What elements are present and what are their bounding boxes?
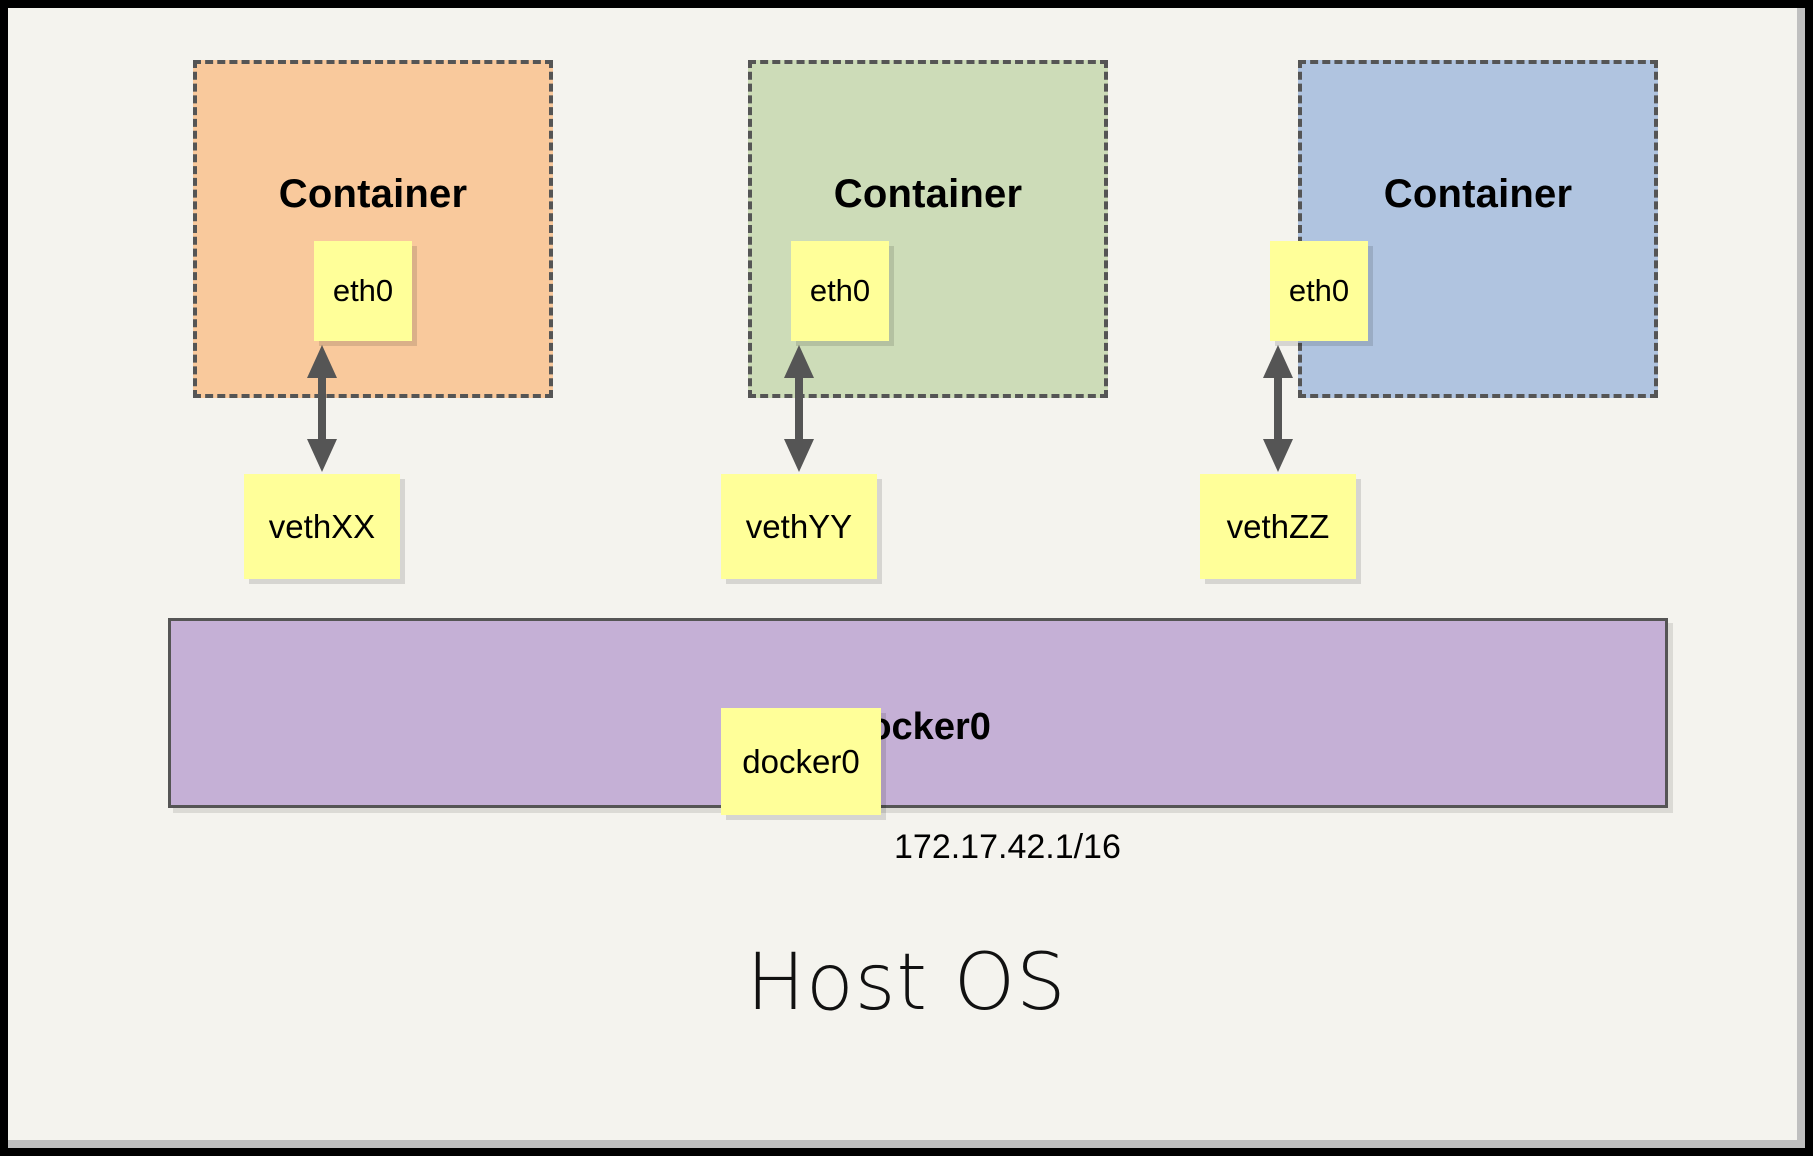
veth-box-1[interactable]: vethXX <box>244 474 400 579</box>
container-eth0-box-3[interactable]: eth0 <box>1270 241 1368 341</box>
diagram-canvas: docker0 Container eth0 vethXX Container <box>8 8 1805 1148</box>
container-eth0-box-1[interactable]: eth0 <box>314 241 412 341</box>
container-box-3[interactable]: Container <box>1298 60 1658 398</box>
veth-label-1: vethXX <box>268 507 376 545</box>
docker0-bridge-bar: docker0 <box>168 618 1668 808</box>
docker0-iface-label: docker0 <box>742 742 860 780</box>
container-title-1: Container <box>278 172 468 216</box>
container-eth0-label-2: eth0 <box>809 273 871 308</box>
container-title-3: Container <box>1383 172 1573 216</box>
docker0-iface-box[interactable]: docker0 <box>721 708 881 815</box>
host-os-caption: Host OS <box>746 938 1067 1028</box>
veth-link-arrow-2 <box>776 343 822 474</box>
container-box-1[interactable]: Container <box>193 60 553 398</box>
container-eth0-label-3: eth0 <box>1288 273 1350 308</box>
docker0-bridge-title: docker0 <box>845 706 991 748</box>
veth-link-arrow-1 <box>299 343 345 474</box>
container-eth0-label-1: eth0 <box>332 273 394 308</box>
container-title-2: Container <box>833 172 1023 216</box>
veth-box-2[interactable]: vethYY <box>721 474 877 579</box>
container-box-2[interactable]: Container <box>748 60 1108 398</box>
veth-link-arrow-3 <box>1255 343 1301 474</box>
veth-label-3: vethZZ <box>1226 507 1330 545</box>
docker0-ip-address: 172.17.42.1/16 <box>894 828 1121 866</box>
container-eth0-box-2[interactable]: eth0 <box>791 241 889 341</box>
veth-box-3[interactable]: vethZZ <box>1200 474 1356 579</box>
veth-label-2: vethYY <box>745 507 853 545</box>
